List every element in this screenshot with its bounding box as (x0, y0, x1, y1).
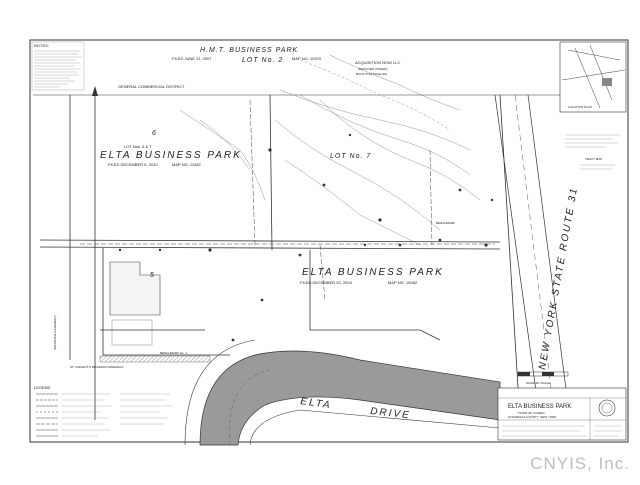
hmt-business-park-label: H.M.T. BUSINESS PARK (200, 47, 298, 54)
elta-drive-label-1: ELTA (300, 396, 333, 411)
graphic-scale-label: GRAPHIC SCALE (526, 381, 550, 385)
graphic-scale: GRAPHIC SCALE (517, 371, 569, 385)
notes-block: NOTES: (31, 41, 85, 91)
hatched-easement (99, 355, 211, 363)
elta-drive-label-2: DRIVE (370, 406, 411, 421)
surveyor-seal-icon (598, 399, 616, 417)
tract-map-notes: TRACT MAP (565, 134, 620, 170)
lot-7-label: LOT No. 7 (330, 153, 371, 160)
topo-contours (179, 54, 481, 246)
drainage-label: (DRAINAGE EASEMENT) (53, 315, 57, 350)
location-plan-label: LOCATION PLAN (568, 105, 592, 109)
title-block-name: ELTA BUSINESS PARK (508, 404, 571, 410)
elta-drive-pavement (199, 350, 501, 446)
notes-heading: NOTES: (34, 43, 49, 48)
elta-drive: ELTA DRIVE (184, 339, 501, 446)
acquisition-sub1: (DEPICTED OWNER) (358, 67, 388, 71)
survey-points (118, 133, 494, 342)
utility-lines (80, 99, 495, 301)
title-block-town: TOWN OF CICERO (518, 411, 545, 415)
title-block-county: ONONDAGA COUNTY, NEW YORK (508, 415, 556, 419)
benchmark-2-label: BENCHMARK (436, 221, 455, 225)
north-arrow-icon (92, 86, 98, 96)
elta-filed-label-1: FILED DECEMBER 6, 2010 (108, 162, 158, 167)
sheet-border (29, 39, 629, 443)
location-plan: LOCATION PLAN (559, 41, 627, 113)
lot-5-number: 5 (150, 272, 155, 279)
lots-6-7-label: LOT Nos. 6 & 7 (124, 144, 152, 149)
elta-map-label-1: MAP NO. 11282 (172, 162, 202, 167)
hmt-lot-label: LOT No. 2 (242, 57, 283, 64)
elta-filed-label-2: FILED DECEMBER 20, 2004 (300, 280, 353, 285)
property-lines (39, 94, 521, 421)
elta-map-label-2: MAP NO. 10082 (388, 280, 418, 285)
title-block: ELTA BUSINESS PARK TOWN OF CICERO ONONDA… (497, 387, 627, 441)
watermark: CNYIS, Inc. (530, 454, 630, 473)
hmt-map-no-label: MAP NO. 10370 (292, 56, 322, 61)
tract-map-label: TRACT MAP (585, 157, 602, 161)
elta-park-label-1: ELTA BUSINESS PARK (100, 150, 242, 161)
hmt-filed-label: FILED JUNE 21, 2007 (172, 56, 212, 61)
benchmark-label: BENCHMARK No. 1 (160, 351, 188, 355)
acquisition-label: ACQUISITION NOW LLC (355, 60, 400, 65)
st-vincent-label: ST. VINCENT'S DRIVEWAY/SIDEWALK (70, 365, 124, 369)
general-commercial-label: GENERAL COMMERCIAL DISTRICT (118, 84, 185, 89)
legend-block: LEGEND (34, 385, 172, 437)
lot-6-number: 6 (152, 130, 157, 137)
route-31-road (494, 94, 571, 421)
elta-park-label-2: ELTA BUSINESS PARK (302, 267, 444, 278)
legend-heading: LEGEND (34, 385, 51, 390)
building-footprint (109, 261, 161, 316)
